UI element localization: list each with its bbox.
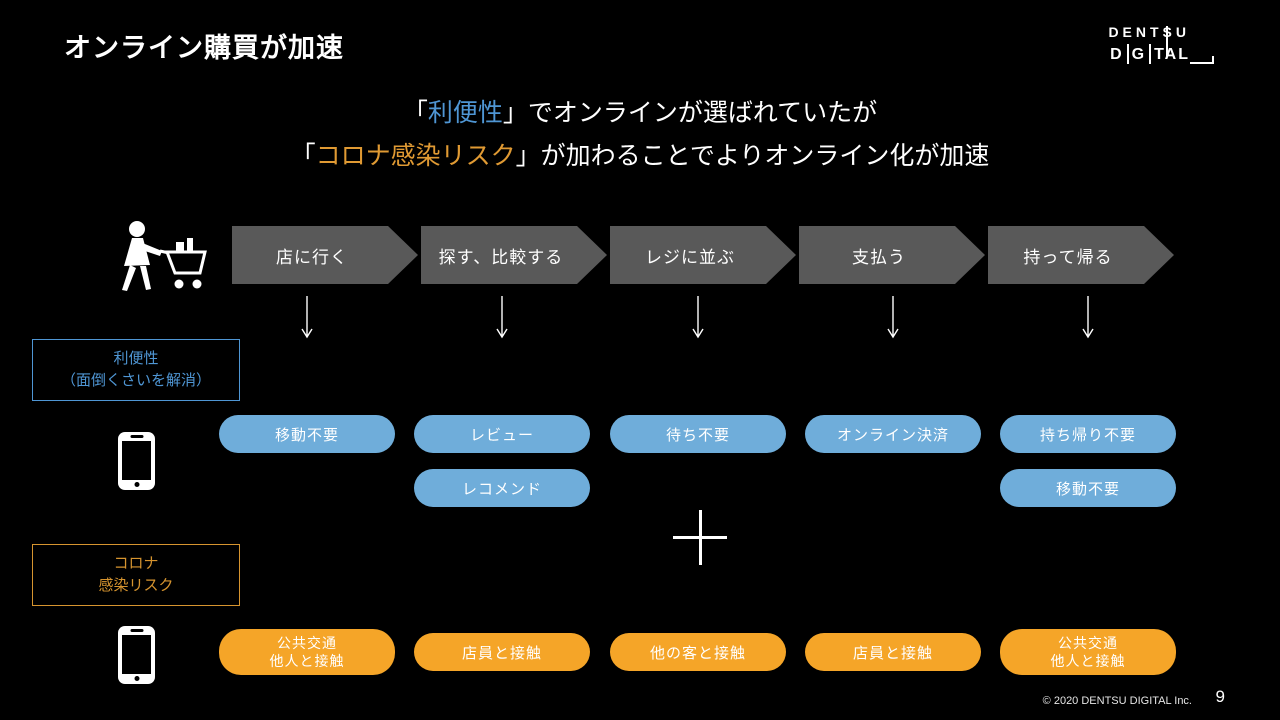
phone-screen	[122, 441, 151, 480]
subtitle-line-1: 「利便性」でオンラインが選ばれていたが	[402, 99, 878, 127]
risk-pill: 公共交通他人と接触	[219, 629, 395, 675]
smartphone-icon	[118, 626, 155, 684]
risk-pill: 店員と接触	[805, 633, 981, 671]
logo-bar	[1166, 26, 1168, 56]
down-arrow-icon	[1082, 296, 1094, 339]
benefit-pill: オンライン決済	[805, 415, 981, 453]
phone-screen	[122, 635, 151, 674]
logo-tail	[1190, 56, 1214, 64]
phone-speaker	[130, 629, 143, 632]
down-arrow-icon	[496, 296, 508, 339]
phone-home-button	[134, 482, 139, 487]
page-number: 9	[1215, 687, 1225, 706]
subtitle-highlight-corona-risk: コロナ感染リスク	[315, 142, 516, 170]
risk-pill: 店員と接触	[414, 633, 590, 671]
risk-pill: 他の客と接触	[610, 633, 786, 671]
logo-i-bar	[1149, 44, 1152, 64]
subtitle-line-2: 「コロナ感染リスク」が加わることでよりオンライン化が加速	[290, 142, 990, 170]
journey-step-pay: 支払う	[799, 226, 985, 284]
logo-line-dentsu: DENTSU	[1108, 24, 1190, 40]
benefit-pill: レコメンド	[414, 469, 590, 507]
benefit-pill: 移動不要	[219, 415, 395, 453]
phone-speaker	[130, 435, 143, 438]
risk-pill: 公共交通他人と接触	[1000, 629, 1176, 675]
page-title: オンライン購買が加速	[64, 33, 344, 63]
journey-step-carry-home: 持って帰る	[988, 226, 1174, 284]
journey-step-go-to-store: 店に行く	[232, 226, 418, 284]
logo-i-bar	[1126, 44, 1129, 64]
phone-home-button	[134, 676, 139, 681]
down-arrow-icon	[301, 296, 313, 339]
benefit-pill: レビュー	[414, 415, 590, 453]
corona-risk-label-box: コロナ 感染リスク	[32, 544, 240, 606]
benefit-pill: 持ち帰り不要	[1000, 415, 1176, 453]
benefit-pill: 移動不要	[1000, 469, 1176, 507]
down-arrow-icon	[692, 296, 704, 339]
subtitle: 「利便性」でオンラインが選ばれていたが 「コロナ感染リスク」が加わることでよりオ…	[0, 92, 1280, 178]
copyright-text: © 2020 DENTSU DIGITAL Inc.	[1042, 695, 1192, 707]
person-with-shopping-cart-icon	[122, 221, 207, 291]
benefit-pill: 待ち不要	[610, 415, 786, 453]
journey-step-wait-in-line: レジに並ぶ	[610, 226, 796, 284]
subtitle-highlight-convenience: 利便性	[427, 99, 503, 127]
convenience-label-box: 利便性 （面倒くさいを解消）	[32, 339, 240, 401]
journey-step-search-compare: 探す、比較する	[421, 226, 607, 284]
down-arrow-icon	[887, 296, 899, 339]
plus-icon	[699, 510, 702, 565]
smartphone-icon	[118, 432, 155, 490]
